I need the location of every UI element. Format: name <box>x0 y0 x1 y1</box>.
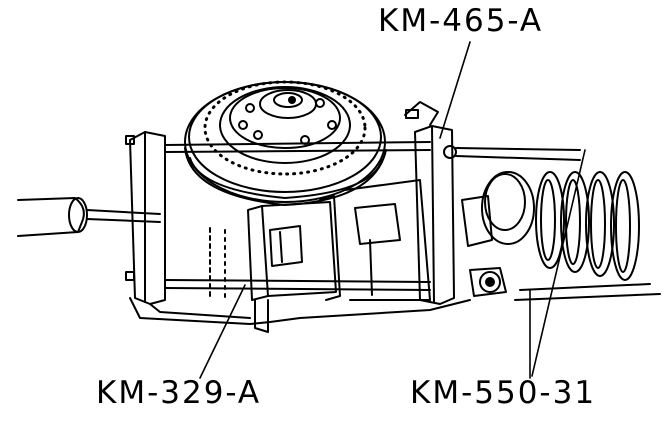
brake-disc <box>185 82 386 205</box>
guide-rods <box>165 142 430 290</box>
spring-seat <box>462 172 534 296</box>
compressor-frame-left-plate <box>126 132 165 304</box>
strut-body <box>345 180 430 300</box>
coil-spring <box>515 172 660 300</box>
label-km-550-31: KM-550-31 <box>410 375 597 411</box>
label-km-329-a: KM-329-A <box>96 375 262 411</box>
leader-lines <box>200 42 585 378</box>
compressor-frame-right-plate <box>405 102 580 304</box>
middle-compressor-plate <box>248 196 340 300</box>
lower-housing <box>130 228 470 332</box>
extension-shaft <box>18 198 160 236</box>
label-km-465-a: KM-465-A <box>378 3 544 39</box>
